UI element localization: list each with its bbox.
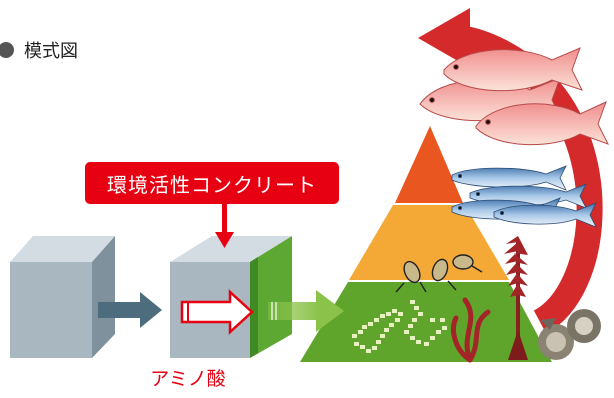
plain-concrete-block (10, 236, 115, 358)
label-pointer (215, 204, 234, 248)
concrete-label: 環境活性コンクリート (85, 162, 339, 204)
amino-acid-label: アミノ酸 (150, 368, 226, 390)
sea-bream (419, 47, 610, 146)
amino-acid-arrow (180, 289, 254, 335)
seaweed (451, 236, 528, 363)
ecological-pyramid (300, 126, 552, 362)
plankton-particles (352, 300, 447, 353)
shellfish (538, 309, 601, 360)
heading-text: 模式図 (24, 41, 78, 62)
arrow-to-ecosystem (268, 290, 344, 332)
zooplankton (395, 254, 483, 293)
diagram-heading: 模式図 (0, 36, 78, 64)
bullet-icon (0, 42, 14, 58)
pyramid-top-tier (395, 126, 463, 203)
green-face (250, 236, 292, 358)
pyramid-base-tier (300, 282, 552, 362)
sardines (451, 165, 597, 228)
arrow-to-active-concrete (98, 292, 162, 328)
